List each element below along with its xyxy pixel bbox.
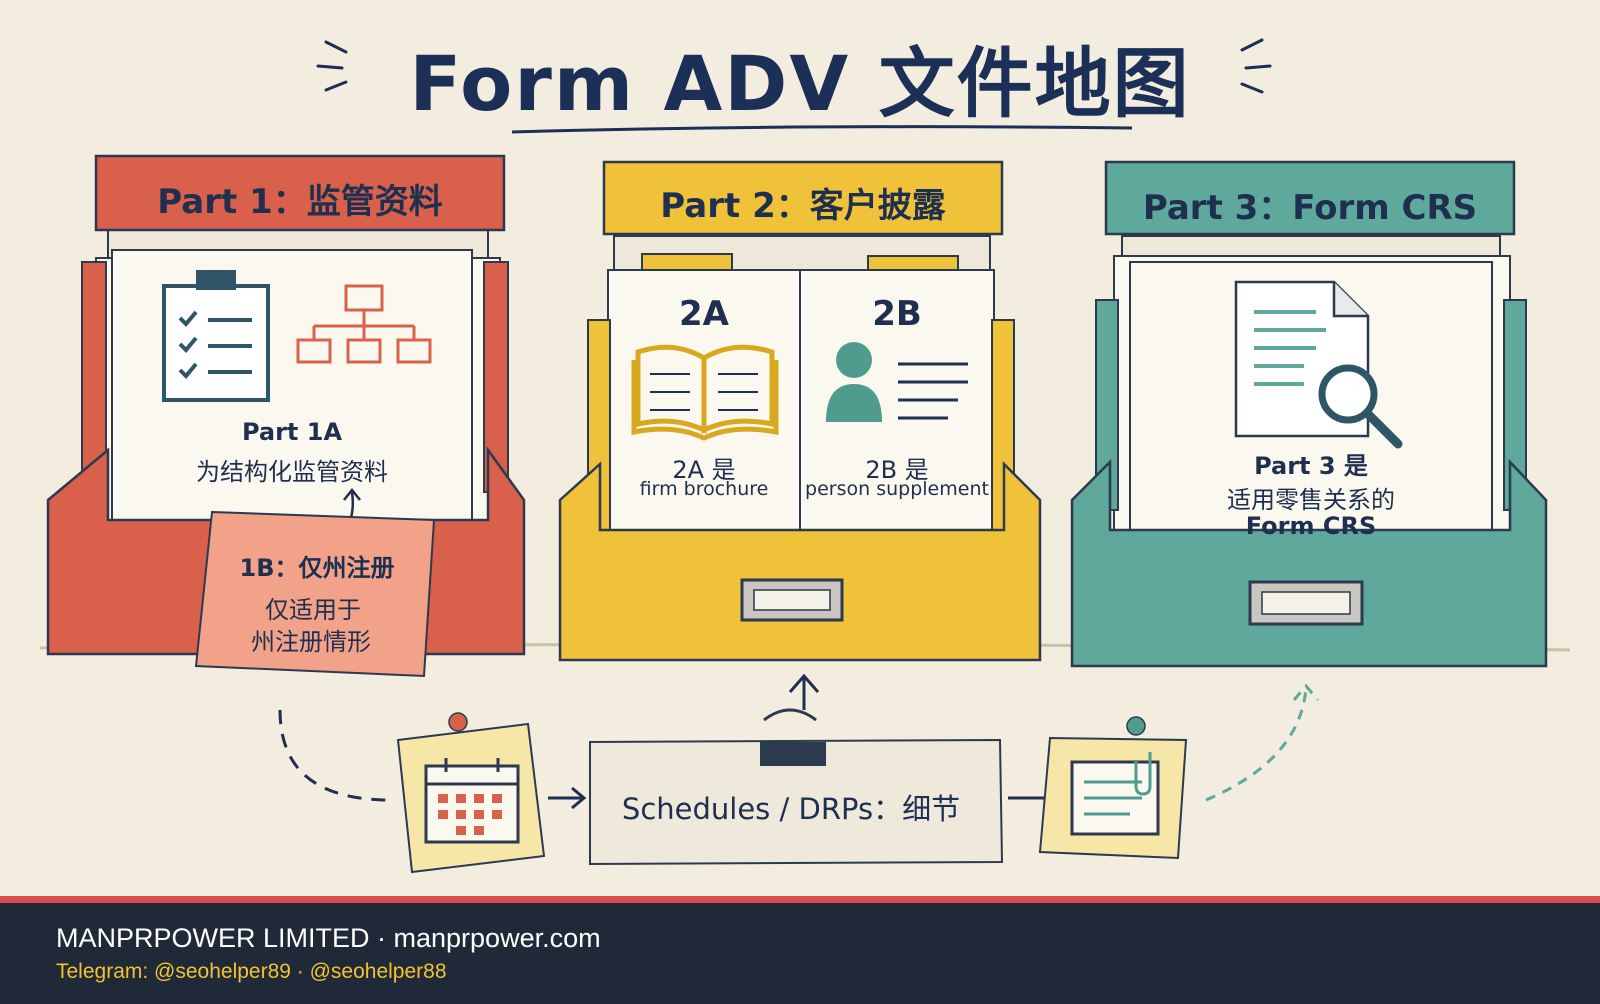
notepad-paperclip-icon <box>1070 752 1160 836</box>
push-pin-icon <box>1126 716 1146 736</box>
title-underline <box>511 125 1133 134</box>
org-chart-icon <box>296 284 432 364</box>
arrow-to-schedules <box>548 786 587 810</box>
schedules-card <box>589 708 1004 866</box>
doc-2a-line1: 2A 是 <box>672 456 736 484</box>
doc-2b-line2: person supplement <box>805 478 989 500</box>
dashed-arrow-part3 <box>1205 683 1320 802</box>
part3-line3: Form CRS <box>1245 512 1377 540</box>
sticky-note-1b <box>194 510 436 678</box>
document-magnifier-icon <box>1234 280 1403 449</box>
doc-2a-line2: firm brochure <box>639 478 769 500</box>
part3-tab-label: Part 3：Form CRS <box>1142 188 1478 228</box>
dashed-connector-left <box>278 709 391 802</box>
doc-2b-line1: 2B 是 <box>865 456 929 484</box>
schedules-label: Schedules / DRPs：细节 <box>621 792 961 826</box>
person-profile-icon <box>826 342 968 422</box>
arrow-up-icon <box>788 673 820 710</box>
part1-file-box <box>46 154 526 678</box>
calendar-note <box>396 712 546 874</box>
part1-tab-label: Part 1：监管资料 <box>157 182 443 222</box>
part2-tab-label: Part 2：客户披露 <box>660 186 946 226</box>
part3-file-box <box>1070 160 1548 802</box>
doc-2a-title: 2A <box>679 294 729 334</box>
doc-2b-title: 2B <box>872 294 922 334</box>
part1a-description: 为结构化监管资料 <box>196 458 388 486</box>
push-pin-icon <box>448 712 468 732</box>
note-1b-line2: 仅适用于 <box>265 596 361 624</box>
footer-telegram: Telegram: @seohelper89 · @seohelper88 <box>56 960 447 983</box>
clipboard-checklist-icon <box>162 270 270 402</box>
part2-file-box <box>558 160 1042 710</box>
part1a-title: Part 1A <box>241 418 343 446</box>
calendar-icon <box>424 758 520 844</box>
title-sparks <box>316 38 1272 94</box>
notepad-note <box>1038 716 1188 860</box>
footer-company: MANPRPOWER LIMITED · manprpower.com <box>56 923 601 953</box>
binder-clip-icon <box>760 708 826 766</box>
page-title: Form ADV 文件地图 <box>409 39 1191 128</box>
note-1b-line1: 1B：仅州注册 <box>239 554 395 582</box>
part3-line1: Part 3 是 <box>1254 452 1368 480</box>
note-1b-line3: 州注册情形 <box>251 628 371 656</box>
open-book-icon <box>631 344 779 441</box>
footer-bar: MANPRPOWER LIMITED · manprpower.com Tele… <box>0 896 1600 1004</box>
part3-line2: 适用零售关系的 <box>1227 486 1395 514</box>
